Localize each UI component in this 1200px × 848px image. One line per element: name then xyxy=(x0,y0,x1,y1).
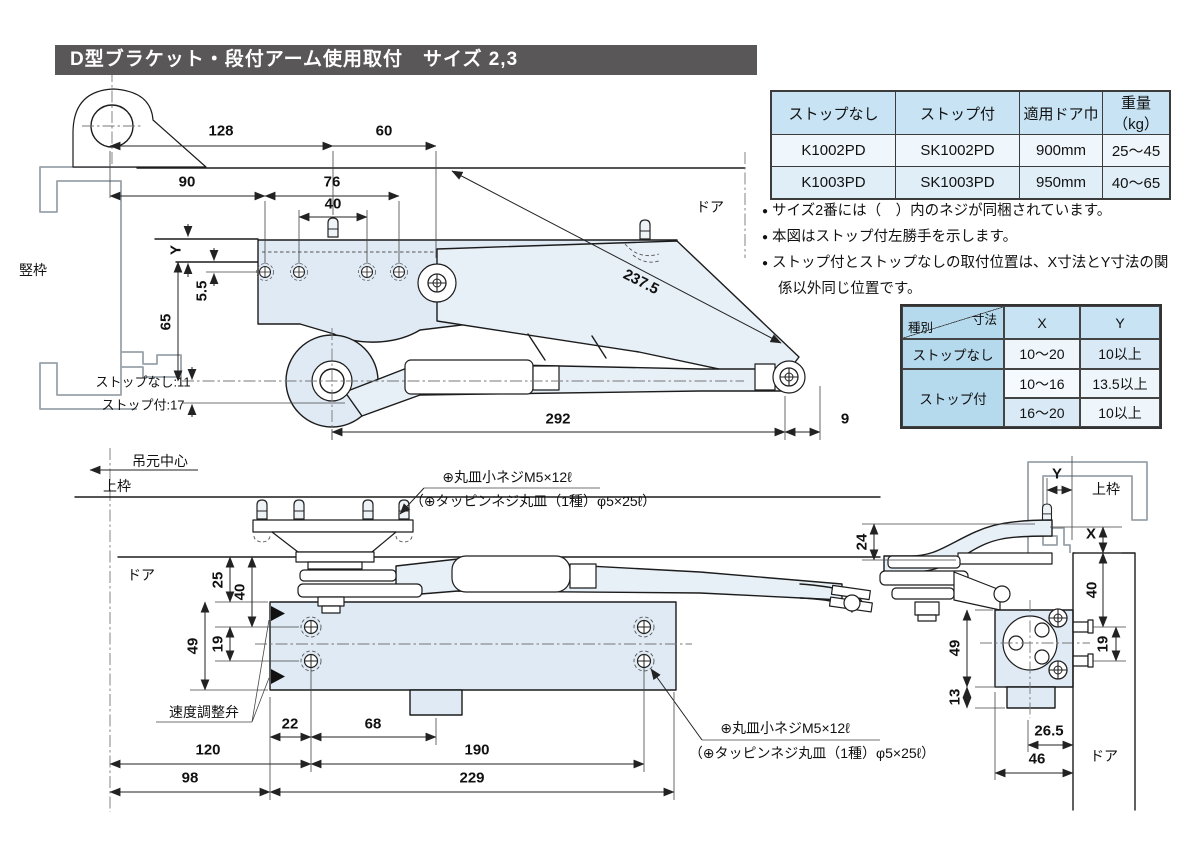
dim-60: 60 xyxy=(375,122,393,140)
cell-model: SK1003PD xyxy=(895,166,1020,200)
dim-y: Y xyxy=(167,244,185,256)
dim-128: 128 xyxy=(208,122,234,140)
page-title: D型ブラケット・段付アーム使用取付 サイズ 2,3 xyxy=(55,45,757,75)
cell-x-value: 10〜20 xyxy=(1004,339,1080,369)
note-item: サイズ2番には（ ）内のネジが同梱されています。 xyxy=(762,198,1182,224)
door-label: ドア xyxy=(696,199,724,215)
cell-model: K1002PD xyxy=(770,134,896,167)
col-header-weight: 重量（kg） xyxy=(1102,90,1171,135)
cell-door-width: 900mm xyxy=(1019,134,1103,167)
stop-with-dim-label: ストップ付:17 xyxy=(101,397,185,413)
model-table-header-row: ストップなし ストップ付 適用ドア巾 重量（kg） xyxy=(770,90,1171,135)
dim-19: 19 xyxy=(1094,635,1112,653)
dim-65: 65 xyxy=(157,313,175,331)
dim-22: 22 xyxy=(281,715,299,733)
hinge-center-label: 吊元中心 xyxy=(132,453,188,469)
col-header-stop-tsuki: ストップ付 xyxy=(895,90,1020,135)
cell-x-value: 16〜20 xyxy=(1004,398,1080,427)
stop-none-dim-label: ストップなし:11 xyxy=(95,374,191,390)
cell-y-value: 10以上 xyxy=(1080,398,1160,427)
cell-model: SK1002PD xyxy=(895,134,1020,167)
dim-9: 9 xyxy=(840,410,850,428)
door-label: ドア xyxy=(127,567,155,583)
front-view xyxy=(74,448,881,812)
screw-note-line2: （⊕タッピンネジ丸皿（1種）φ5×25ℓ） xyxy=(688,745,936,761)
table-row: K1002PD SK1002PD 900mm 25〜45 xyxy=(770,134,1171,167)
dim-190: 190 xyxy=(464,741,490,759)
dim-90: 90 xyxy=(178,173,196,191)
cell-x-value: 10〜16 xyxy=(1004,369,1080,398)
dim-24: 24 xyxy=(853,533,871,551)
dim-292: 292 xyxy=(545,410,571,428)
row-label-stop-nashi: ストップなし xyxy=(902,339,1004,369)
dim-5-5: 5.5 xyxy=(193,280,211,302)
xy-dimension-table: 寸法 種別 X Y ストップなし 10〜20 10以上 ストップ付 10〜16 … xyxy=(900,304,1162,429)
top-frame-label: 上枠 xyxy=(103,478,131,494)
col-header-y: Y xyxy=(1080,306,1160,339)
speed-valve-label: 速度調整弁 xyxy=(169,704,239,720)
dim-49: 49 xyxy=(184,637,202,655)
notes-list: サイズ2番には（ ）内のネジが同梱されています。 本図はストップ付左勝手を示しま… xyxy=(762,198,1182,302)
row-label-stop-tsuki: ストップ付 xyxy=(902,369,1004,427)
corner-label-type: 種別 xyxy=(908,321,934,335)
dim-13: 13 xyxy=(946,688,964,706)
col-header-x: X xyxy=(1004,306,1080,339)
dim-25: 25 xyxy=(209,571,227,589)
table-row: K1003PD SK1003PD 950mm 40〜65 xyxy=(770,166,1171,200)
frame-label: 竪枠 xyxy=(19,262,47,278)
dim-229: 229 xyxy=(459,769,485,787)
screw-note-line1: ⊕丸皿小ネジM5×12ℓ xyxy=(442,469,572,485)
dim-46: 46 xyxy=(1028,750,1046,768)
dim-40: 40 xyxy=(324,195,342,213)
plan-view xyxy=(39,70,821,440)
cell-y-value: 13.5以上 xyxy=(1080,369,1160,398)
screw-note-line2: （⊕タッピンネジ丸皿（1種）φ5×25ℓ） xyxy=(409,493,657,509)
cell-model: K1003PD xyxy=(770,166,896,200)
model-table: ストップなし ストップ付 適用ドア巾 重量（kg） K1002PD SK1002… xyxy=(770,90,1171,200)
col-header-stop-nashi: ストップなし xyxy=(770,90,896,135)
dim-120: 120 xyxy=(195,741,221,759)
dim-26-5: 26.5 xyxy=(1034,722,1064,740)
top-frame-label: 上枠 xyxy=(1092,481,1120,497)
corner-cell: 寸法 種別 xyxy=(902,306,1004,339)
cell-weight: 25〜45 xyxy=(1102,134,1171,167)
dim-68: 68 xyxy=(364,715,382,733)
note-item: ストップ付とストップなしの取付位置は、X寸法とY寸法の関係以外同じ位置です。 xyxy=(762,250,1182,302)
corner-label-dimension: 寸法 xyxy=(971,313,997,327)
door-label: ドア xyxy=(1090,748,1118,764)
dim-98: 98 xyxy=(181,769,199,787)
dim-19: 19 xyxy=(209,635,227,653)
note-item: 本図はストップ付左勝手を示します。 xyxy=(762,224,1182,250)
dim-40: 40 xyxy=(1083,581,1101,599)
side-view xyxy=(862,456,1148,811)
cell-door-width: 950mm xyxy=(1019,166,1103,200)
dim-x: X xyxy=(1085,525,1097,543)
dim-49: 49 xyxy=(946,639,964,657)
dim-y: Y xyxy=(1051,465,1063,483)
screw-note-line1: ⊕丸皿小ネジM5×12ℓ xyxy=(720,720,850,736)
col-header-door-width: 適用ドア巾 xyxy=(1019,90,1103,135)
dim-40: 40 xyxy=(231,583,249,601)
cell-weight: 40〜65 xyxy=(1102,166,1171,200)
cell-y-value: 10以上 xyxy=(1080,339,1160,369)
dim-76: 76 xyxy=(323,173,341,191)
